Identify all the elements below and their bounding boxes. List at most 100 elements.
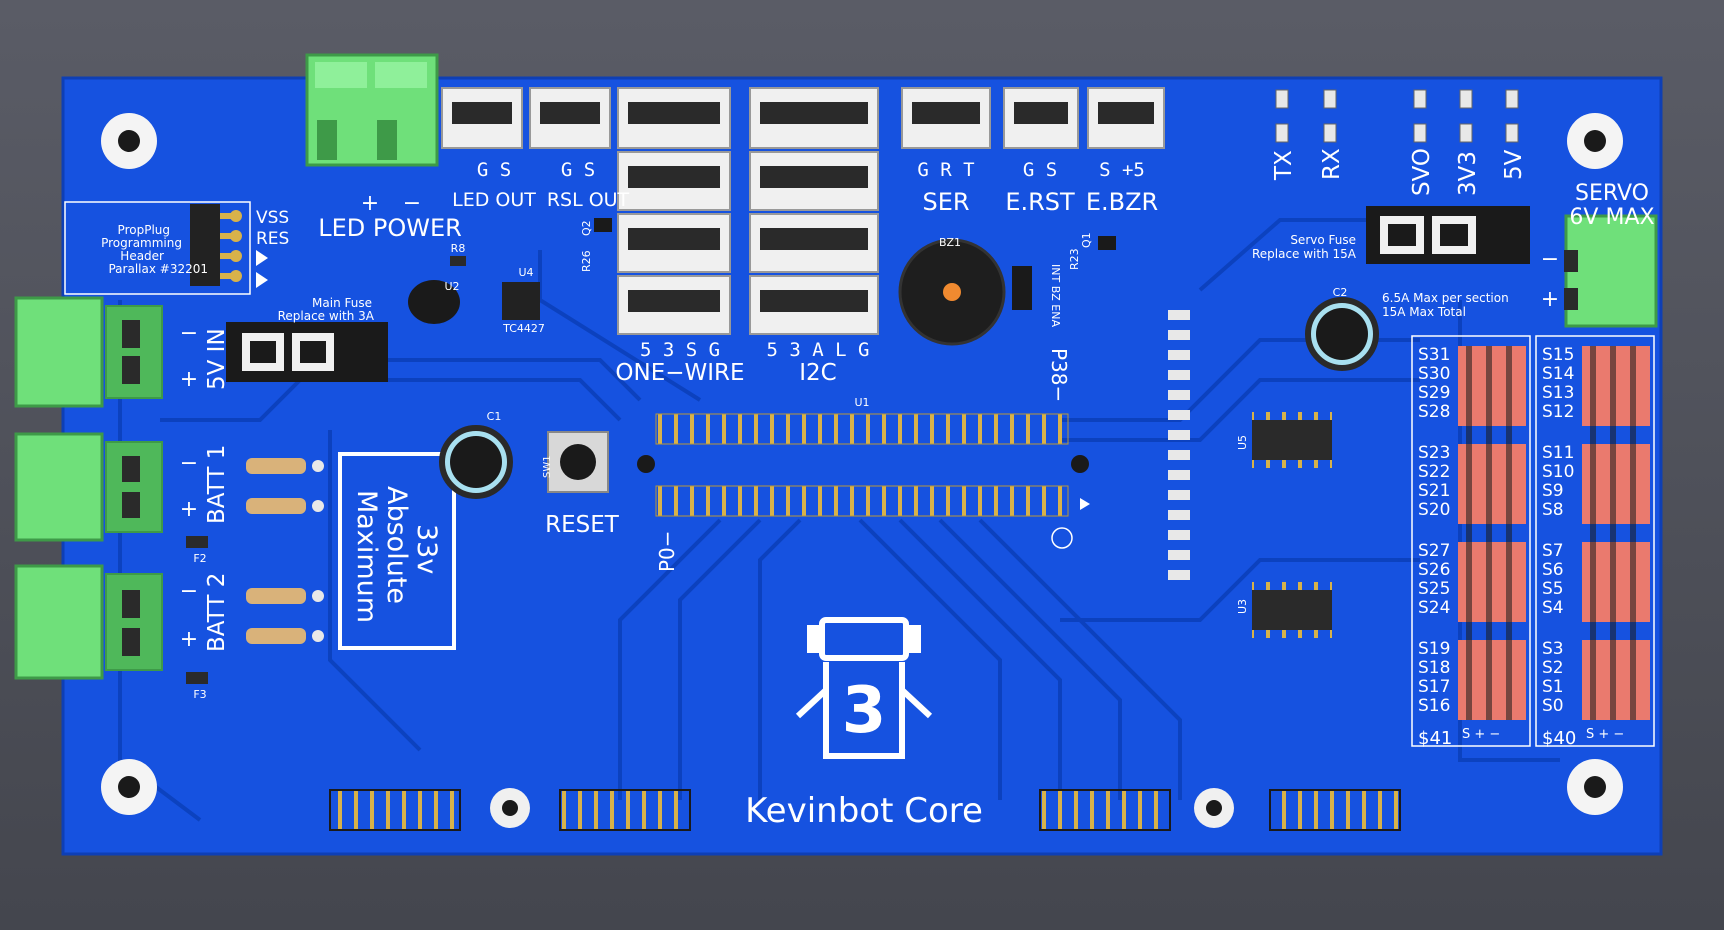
buzzer-jumper bbox=[1012, 266, 1032, 310]
absolute-max-word: Absolute bbox=[381, 486, 412, 604]
5v-in-minus: − bbox=[180, 321, 198, 346]
5v-in-label: 5V IN bbox=[204, 328, 230, 390]
p0-label: P0− bbox=[655, 530, 679, 572]
f3-ref: F3 bbox=[193, 688, 206, 701]
bz1-ref: BZ1 bbox=[939, 236, 961, 249]
servo-channel-label: S20 bbox=[1418, 500, 1450, 520]
servo-fuse-line1: Servo Fuse bbox=[1290, 233, 1356, 247]
fuse-f3 bbox=[186, 672, 208, 684]
absolute-max-voltage: 33v bbox=[411, 524, 442, 574]
servo-channel-label: S13 bbox=[1542, 383, 1574, 403]
servo-power-label1: SERVO bbox=[1575, 181, 1649, 206]
mcu-u1 bbox=[637, 413, 1090, 549]
servo-channel-label: S14 bbox=[1542, 364, 1574, 384]
u2-ref: U2 bbox=[444, 280, 459, 293]
servo-labels: S31S30S29S28S23S22S21S20S27S26S25S24S19S… bbox=[1418, 345, 1574, 716]
max-note-line2: 15A Max Total bbox=[1382, 305, 1466, 319]
prop-vss-label: VSS bbox=[256, 208, 289, 228]
f2-ref: F2 bbox=[193, 552, 206, 565]
c2-ref: C2 bbox=[1333, 286, 1348, 299]
batt1-terminal bbox=[14, 432, 163, 542]
u4-ref: U4 bbox=[518, 266, 533, 279]
batt2-label: BATT 2 bbox=[204, 573, 230, 652]
prop-header-line3: Header bbox=[120, 249, 164, 263]
rsl-out-label: RSL OUT bbox=[547, 189, 630, 211]
servo-channel-label: S15 bbox=[1542, 345, 1574, 365]
led-3v3-label: 3V3 bbox=[1455, 151, 1481, 196]
absolute-max-caption: Maximum bbox=[351, 490, 382, 623]
board-title: Kevinbot Core bbox=[745, 791, 983, 831]
servo-channel-label: S4 bbox=[1542, 598, 1564, 618]
u1-ref: U1 bbox=[854, 396, 869, 409]
driver-u4 bbox=[502, 282, 540, 320]
kevinbot-logo-number: 3 bbox=[842, 674, 887, 748]
prop-header-line2: Programming bbox=[101, 236, 182, 250]
servo-channel-label: S21 bbox=[1418, 481, 1450, 501]
servo-channel-label: S18 bbox=[1418, 658, 1450, 678]
led-svo-label: SVO bbox=[1409, 148, 1435, 196]
rsl-out-pins: G S bbox=[561, 159, 595, 181]
servo-channel-label: S25 bbox=[1418, 579, 1450, 599]
absolute-max-box bbox=[338, 452, 456, 650]
ser-label: SER bbox=[922, 188, 969, 216]
int-bz-label: INT BZ ENA bbox=[1049, 264, 1062, 327]
mounting-hole bbox=[101, 759, 157, 815]
diodes bbox=[246, 458, 324, 644]
prop-header-line4: Parallax #32201 bbox=[108, 262, 208, 276]
batt1-minus: − bbox=[180, 451, 198, 476]
servo-channel-label: S24 bbox=[1418, 598, 1450, 618]
servo-fuse bbox=[1366, 206, 1530, 264]
pin1-marker-icon bbox=[256, 250, 268, 266]
servo-fuse-line2: Replace with 15A bbox=[1252, 247, 1357, 261]
servo-right-footer: $40 bbox=[1542, 728, 1576, 749]
led-power-plus: + bbox=[361, 191, 379, 216]
e-bzr-label: E.BZR bbox=[1086, 188, 1158, 216]
servo-channel-label: S9 bbox=[1542, 481, 1564, 501]
servo-channel-label: S29 bbox=[1418, 383, 1450, 403]
servo-channel-label: S7 bbox=[1542, 541, 1564, 561]
e-rst-pins: G S bbox=[1023, 159, 1057, 181]
mounting-hole bbox=[1567, 113, 1623, 169]
i2c-label: I2C bbox=[799, 360, 836, 386]
servo-channel-label: S3 bbox=[1542, 639, 1564, 659]
servo-block-right-outline bbox=[1535, 335, 1655, 747]
servo-power-minus: − bbox=[1541, 247, 1559, 272]
batt1-plus: + bbox=[180, 497, 198, 522]
mounting-hole bbox=[1567, 759, 1623, 815]
reset-label: RESET bbox=[545, 512, 620, 538]
led-rx-label: RX bbox=[1319, 148, 1345, 180]
batt2-terminal bbox=[14, 564, 163, 680]
batt2-plus: + bbox=[180, 627, 198, 652]
prop-header-pins bbox=[190, 204, 242, 286]
main-fuse bbox=[226, 322, 388, 382]
led-5v-label: 5V bbox=[1501, 149, 1527, 180]
main-fuse-line2: Replace with 3A bbox=[278, 309, 375, 323]
u3-ref: U3 bbox=[1236, 599, 1249, 614]
led-out-label: LED OUT bbox=[452, 189, 536, 211]
servo-header-pins bbox=[1466, 346, 1636, 720]
ic-u3 bbox=[1252, 582, 1332, 638]
servo-power-terminal bbox=[1564, 214, 1658, 328]
servo-channel-label: S31 bbox=[1418, 345, 1450, 365]
servo-channel-label: S22 bbox=[1418, 462, 1450, 482]
capacitor-c1 bbox=[439, 425, 513, 499]
fuse-f2 bbox=[186, 536, 208, 548]
bottom-pin-headers bbox=[329, 789, 1401, 831]
reset-button[interactable] bbox=[547, 431, 609, 493]
led-power-minus: − bbox=[403, 191, 421, 216]
reset-ref: SW1 bbox=[542, 455, 553, 478]
servo-channel-label: S19 bbox=[1418, 639, 1450, 659]
servo-left-pin-legend: S + − bbox=[1462, 727, 1500, 742]
servo-right-pin-legend: S + − bbox=[1586, 727, 1624, 742]
servo-power-label2: 6V MAX bbox=[1569, 205, 1654, 230]
mounting-hole bbox=[101, 113, 157, 169]
servo-channel-label: S12 bbox=[1542, 402, 1574, 422]
prop-header-outline bbox=[64, 201, 251, 295]
jst-connector-slots bbox=[452, 102, 1154, 312]
transistor-q1 bbox=[1098, 236, 1116, 250]
copper-traces bbox=[118, 218, 1560, 822]
transistor-q2 bbox=[594, 218, 612, 232]
servo-channel-label: S23 bbox=[1418, 443, 1450, 463]
prop-header-line1: PropPlug bbox=[118, 223, 170, 237]
